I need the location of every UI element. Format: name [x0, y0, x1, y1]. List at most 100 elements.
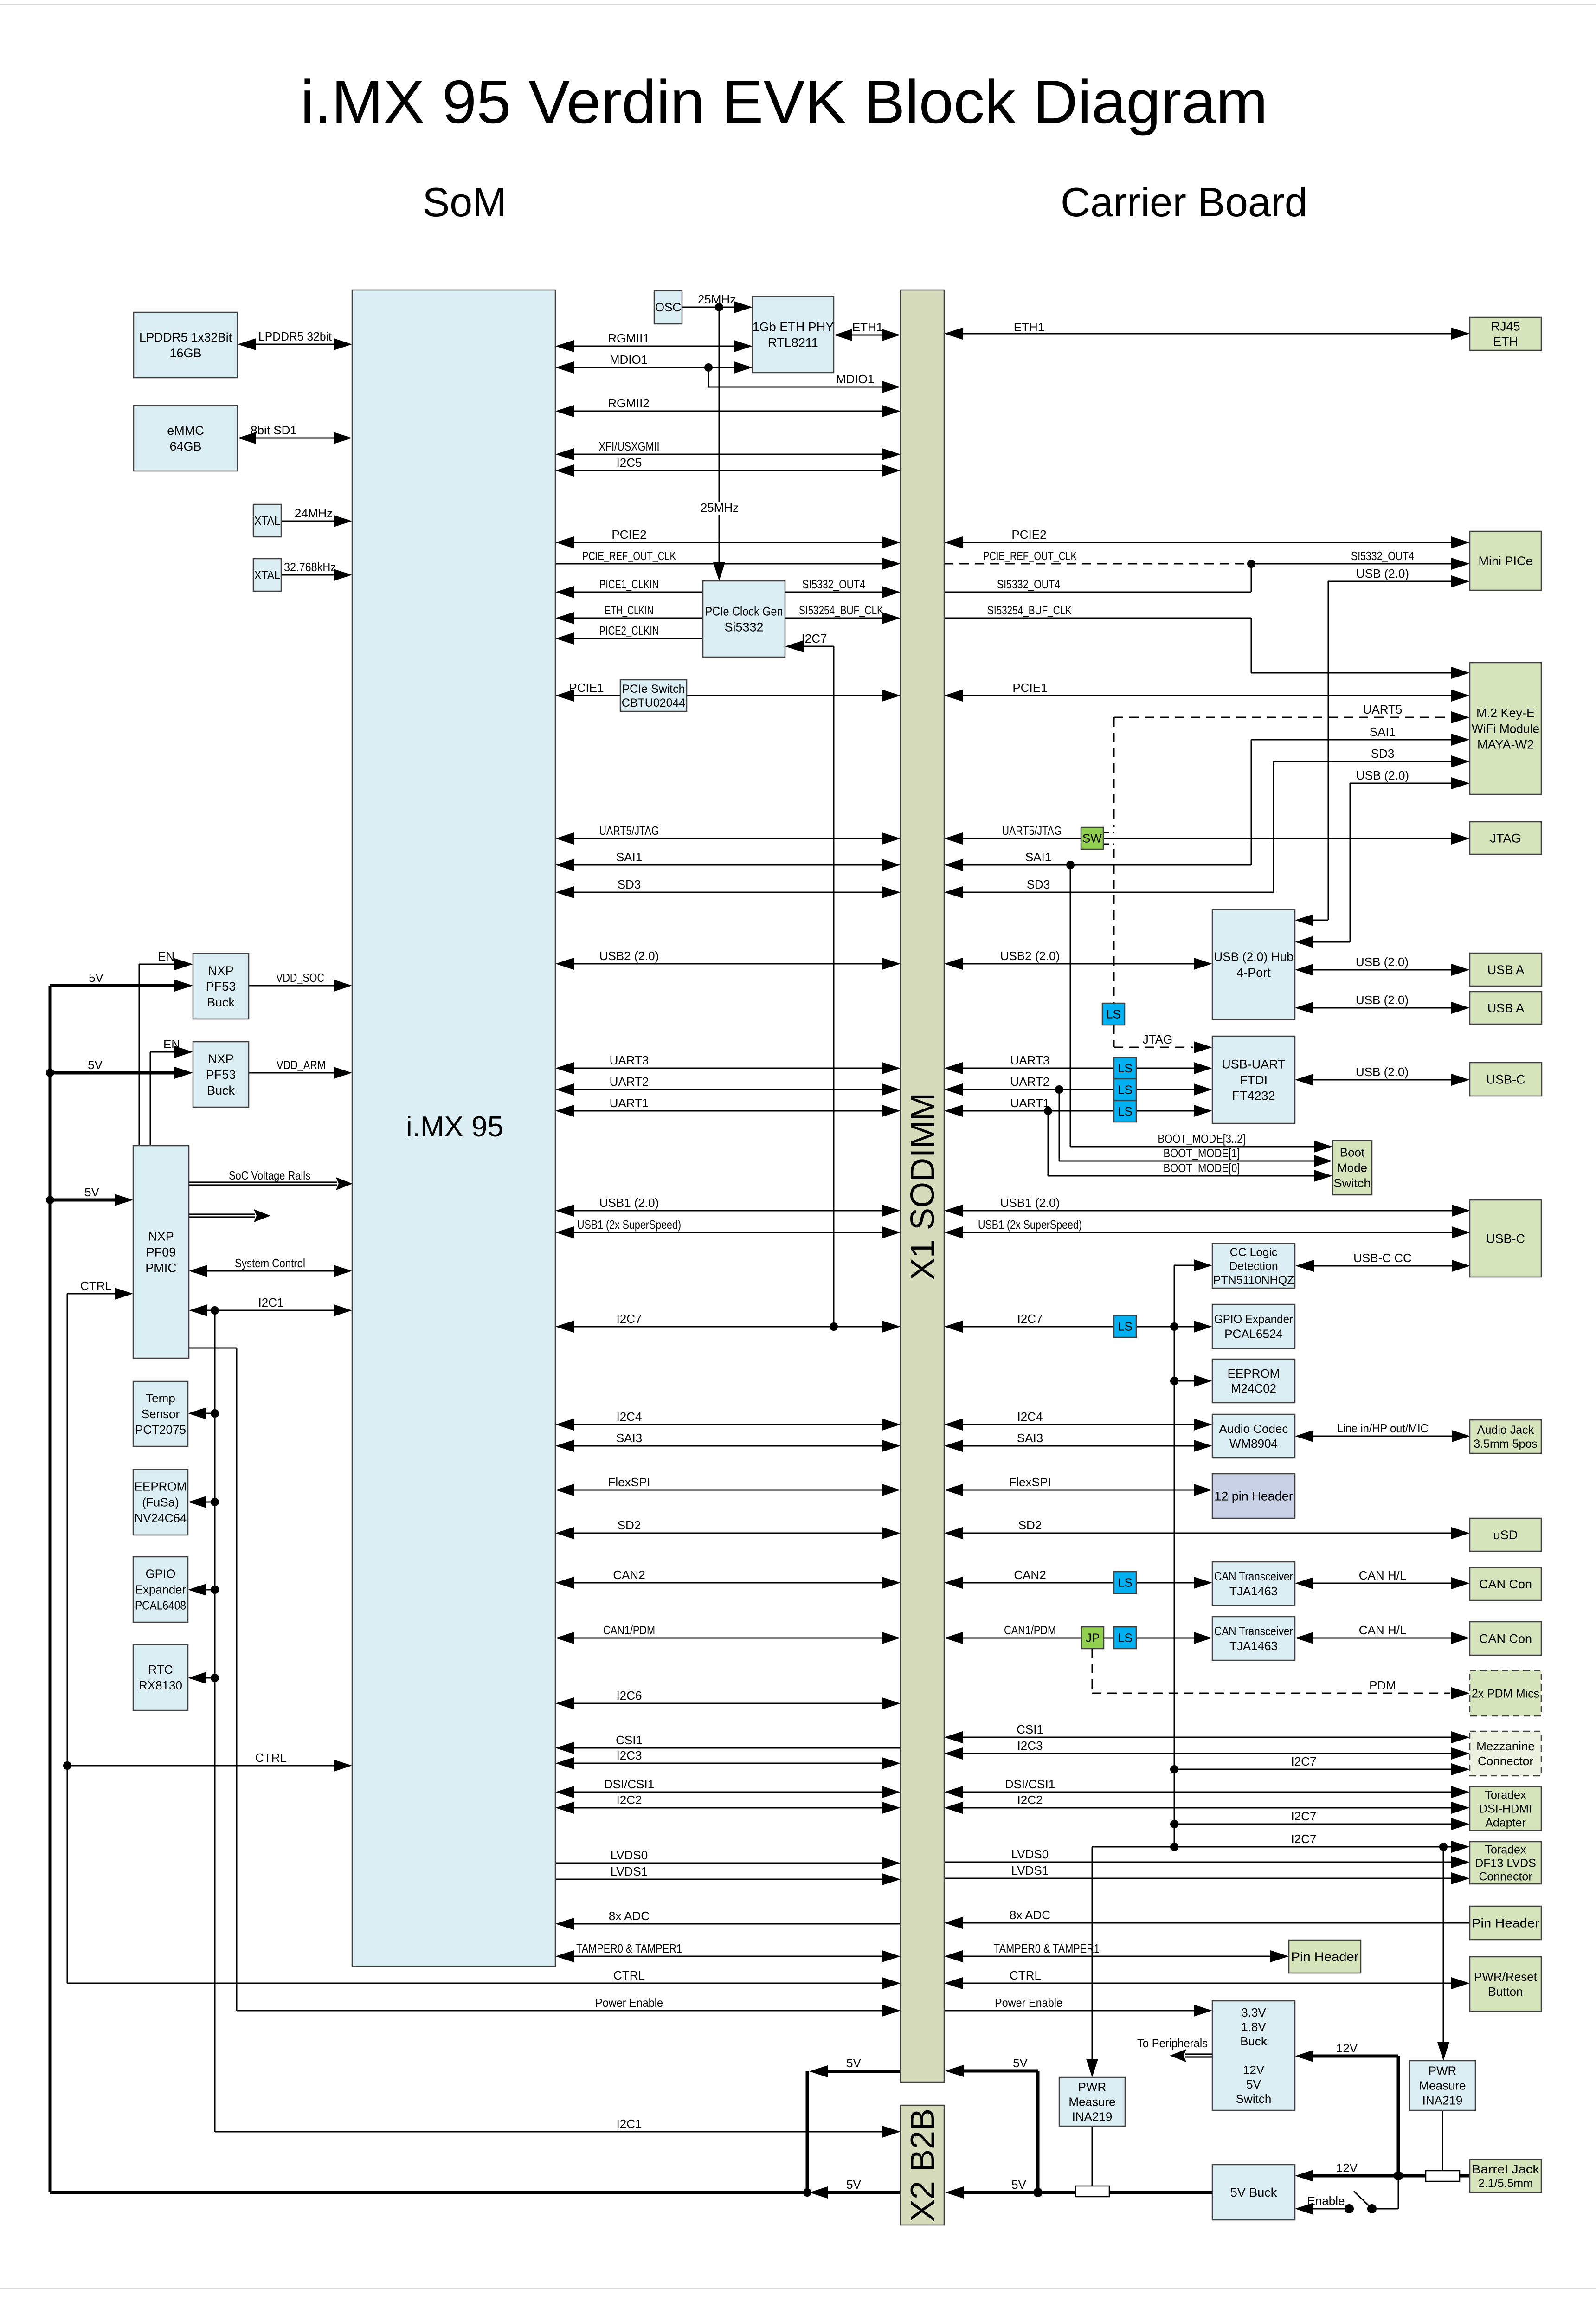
- svg-text:SAI1: SAI1: [1025, 850, 1051, 864]
- svg-text:I2C5: I2C5: [617, 456, 642, 470]
- svg-text:24MHz: 24MHz: [295, 506, 333, 520]
- svg-text:PCIE1: PCIE1: [569, 681, 604, 695]
- svg-text:TAMPER0 & TAMPER1: TAMPER0 & TAMPER1: [576, 1941, 682, 1955]
- svg-text:I2C7: I2C7: [802, 632, 827, 645]
- svg-text:CSI1: CSI1: [616, 1733, 643, 1747]
- svg-text:Button: Button: [1488, 1985, 1523, 1999]
- svg-text:PCIE1: PCIE1: [1012, 681, 1047, 695]
- svg-text:CAN Con: CAN Con: [1479, 1577, 1532, 1591]
- svg-text:SD2: SD2: [1018, 1518, 1042, 1532]
- svg-text:PWR: PWR: [1078, 2080, 1107, 2094]
- svg-text:Barrel Jack: Barrel Jack: [1472, 2163, 1540, 2176]
- svg-text:PCIE_REF_OUT_CLK: PCIE_REF_OUT_CLK: [983, 549, 1077, 563]
- svg-text:LS: LS: [1118, 1104, 1133, 1118]
- svg-text:SI5332_OUT4: SI5332_OUT4: [997, 577, 1060, 591]
- svg-text:PCIe Clock Gen: PCIe Clock Gen: [705, 604, 783, 618]
- svg-text:EEPROM: EEPROM: [135, 1480, 187, 1494]
- svg-text:Mode: Mode: [1337, 1161, 1367, 1175]
- svg-text:uSD: uSD: [1493, 1528, 1518, 1542]
- svg-text:8bit SD1: 8bit SD1: [251, 423, 297, 437]
- svg-text:i.MX 95 Verdin EVK Block Diagr: i.MX 95 Verdin EVK Block Diagram: [301, 68, 1268, 136]
- svg-text:To Peripherals: To Peripherals: [1137, 2036, 1208, 2050]
- svg-text:I2C7: I2C7: [1291, 1809, 1317, 1823]
- svg-text:PICE1_CLKIN: PICE1_CLKIN: [599, 577, 659, 591]
- svg-text:Line in/HP out/MIC: Line in/HP out/MIC: [1337, 1421, 1429, 1435]
- svg-text:XTAL: XTAL: [254, 568, 280, 582]
- svg-text:FT4232: FT4232: [1232, 1089, 1275, 1103]
- svg-text:Measure: Measure: [1068, 2095, 1115, 2109]
- svg-text:USB1 (2.0): USB1 (2.0): [1000, 1196, 1060, 1210]
- svg-text:SI53254_BUF_CLK: SI53254_BUF_CLK: [799, 603, 884, 617]
- svg-text:CTRL: CTRL: [255, 1751, 287, 1765]
- svg-text:SAI1: SAI1: [616, 850, 642, 864]
- svg-text:USB A: USB A: [1487, 1001, 1525, 1015]
- svg-text:NXP: NXP: [208, 964, 234, 978]
- svg-text:USB (2.0) Hub: USB (2.0) Hub: [1214, 950, 1294, 964]
- svg-text:TJA1463: TJA1463: [1229, 1639, 1278, 1653]
- svg-text:5V: 5V: [89, 971, 103, 985]
- svg-text:USB (2.0): USB (2.0): [1356, 955, 1409, 969]
- svg-text:Enable: Enable: [1307, 2194, 1345, 2208]
- svg-text:32.768kHz: 32.768kHz: [284, 560, 336, 574]
- svg-text:USB2 (2.0): USB2 (2.0): [599, 949, 659, 963]
- svg-text:i.MX 95: i.MX 95: [406, 1111, 503, 1143]
- svg-text:LPDDR5 32bit: LPDDR5 32bit: [258, 329, 332, 343]
- svg-text:eMMC: eMMC: [167, 424, 204, 438]
- svg-text:CAN Transceiver: CAN Transceiver: [1214, 1569, 1293, 1583]
- svg-text:LS: LS: [1118, 1061, 1133, 1075]
- svg-text:GPIO: GPIO: [145, 1567, 175, 1581]
- svg-text:X1 SODIMM: X1 SODIMM: [904, 1093, 941, 1280]
- svg-text:CTRL: CTRL: [80, 1279, 112, 1293]
- svg-text:Carrier Board: Carrier Board: [1061, 179, 1307, 225]
- svg-text:BOOT_MODE[3..2]: BOOT_MODE[3..2]: [1158, 1132, 1246, 1146]
- svg-text:4-Port: 4-Port: [1236, 966, 1271, 980]
- svg-text:USB-C CC: USB-C CC: [1353, 1251, 1412, 1265]
- svg-text:USB-C: USB-C: [1486, 1072, 1525, 1086]
- svg-text:SD3: SD3: [618, 877, 641, 891]
- svg-text:12V: 12V: [1336, 2161, 1358, 2175]
- svg-text:Connector: Connector: [1479, 1870, 1532, 1883]
- svg-text:RTL8211: RTL8211: [768, 335, 818, 349]
- svg-text:PTN5110NHQZ: PTN5110NHQZ: [1213, 1274, 1294, 1287]
- svg-text:USB-C: USB-C: [1486, 1232, 1525, 1245]
- svg-text:SAI1: SAI1: [1370, 725, 1396, 739]
- svg-text:ETH1: ETH1: [1014, 320, 1044, 334]
- svg-text:CAN1/PDM: CAN1/PDM: [603, 1623, 655, 1637]
- svg-text:CBTU02044: CBTU02044: [622, 696, 686, 709]
- svg-text:5V: 5V: [1246, 2077, 1261, 2091]
- svg-text:PICE2_CLKIN: PICE2_CLKIN: [599, 624, 659, 638]
- svg-text:MDIO1: MDIO1: [836, 372, 874, 386]
- svg-text:SD3: SD3: [1027, 877, 1050, 891]
- svg-text:12V: 12V: [1336, 2041, 1358, 2055]
- svg-text:NV24C64: NV24C64: [135, 1511, 187, 1525]
- svg-text:UART1: UART1: [610, 1096, 649, 1110]
- svg-text:MAYA-W2: MAYA-W2: [1477, 737, 1534, 751]
- svg-text:I2C7: I2C7: [1291, 1832, 1317, 1846]
- svg-text:USB1 (2.0): USB1 (2.0): [599, 1196, 659, 1210]
- svg-text:Connector: Connector: [1478, 1754, 1533, 1768]
- svg-text:5V: 5V: [846, 2056, 861, 2070]
- svg-text:25MHz: 25MHz: [698, 292, 736, 306]
- svg-text:VDD_SOC: VDD_SOC: [276, 971, 324, 985]
- svg-text:DSI/CSI1: DSI/CSI1: [1005, 1777, 1055, 1791]
- svg-text:I2C7: I2C7: [1291, 1754, 1317, 1768]
- svg-text:PCIE2: PCIE2: [611, 528, 646, 542]
- svg-text:25MHz: 25MHz: [701, 501, 739, 515]
- svg-text:I2C2: I2C2: [617, 1793, 642, 1807]
- svg-text:OSC: OSC: [655, 300, 681, 314]
- svg-text:Audio Jack: Audio Jack: [1477, 1424, 1534, 1437]
- svg-text:PCIE_REF_OUT_CLK: PCIE_REF_OUT_CLK: [582, 549, 676, 563]
- svg-text:XFI/USXGMII: XFI/USXGMII: [599, 439, 660, 453]
- svg-text:CAN H/L: CAN H/L: [1359, 1623, 1407, 1637]
- svg-text:SI53254_BUF_CLK: SI53254_BUF_CLK: [987, 603, 1072, 617]
- svg-text:USB2 (2.0): USB2 (2.0): [1000, 949, 1060, 963]
- svg-text:PF53: PF53: [206, 1068, 236, 1082]
- svg-text:CC Logic: CC Logic: [1230, 1246, 1278, 1259]
- svg-text:System Control: System Control: [235, 1256, 305, 1270]
- svg-text:FTDI: FTDI: [1240, 1073, 1268, 1087]
- svg-text:I2C3: I2C3: [617, 1748, 642, 1762]
- svg-text:JP: JP: [1086, 1631, 1100, 1645]
- svg-text:INA219: INA219: [1072, 2110, 1113, 2124]
- svg-text:FlexSPI: FlexSPI: [608, 1475, 650, 1489]
- svg-text:TJA1463: TJA1463: [1229, 1584, 1278, 1598]
